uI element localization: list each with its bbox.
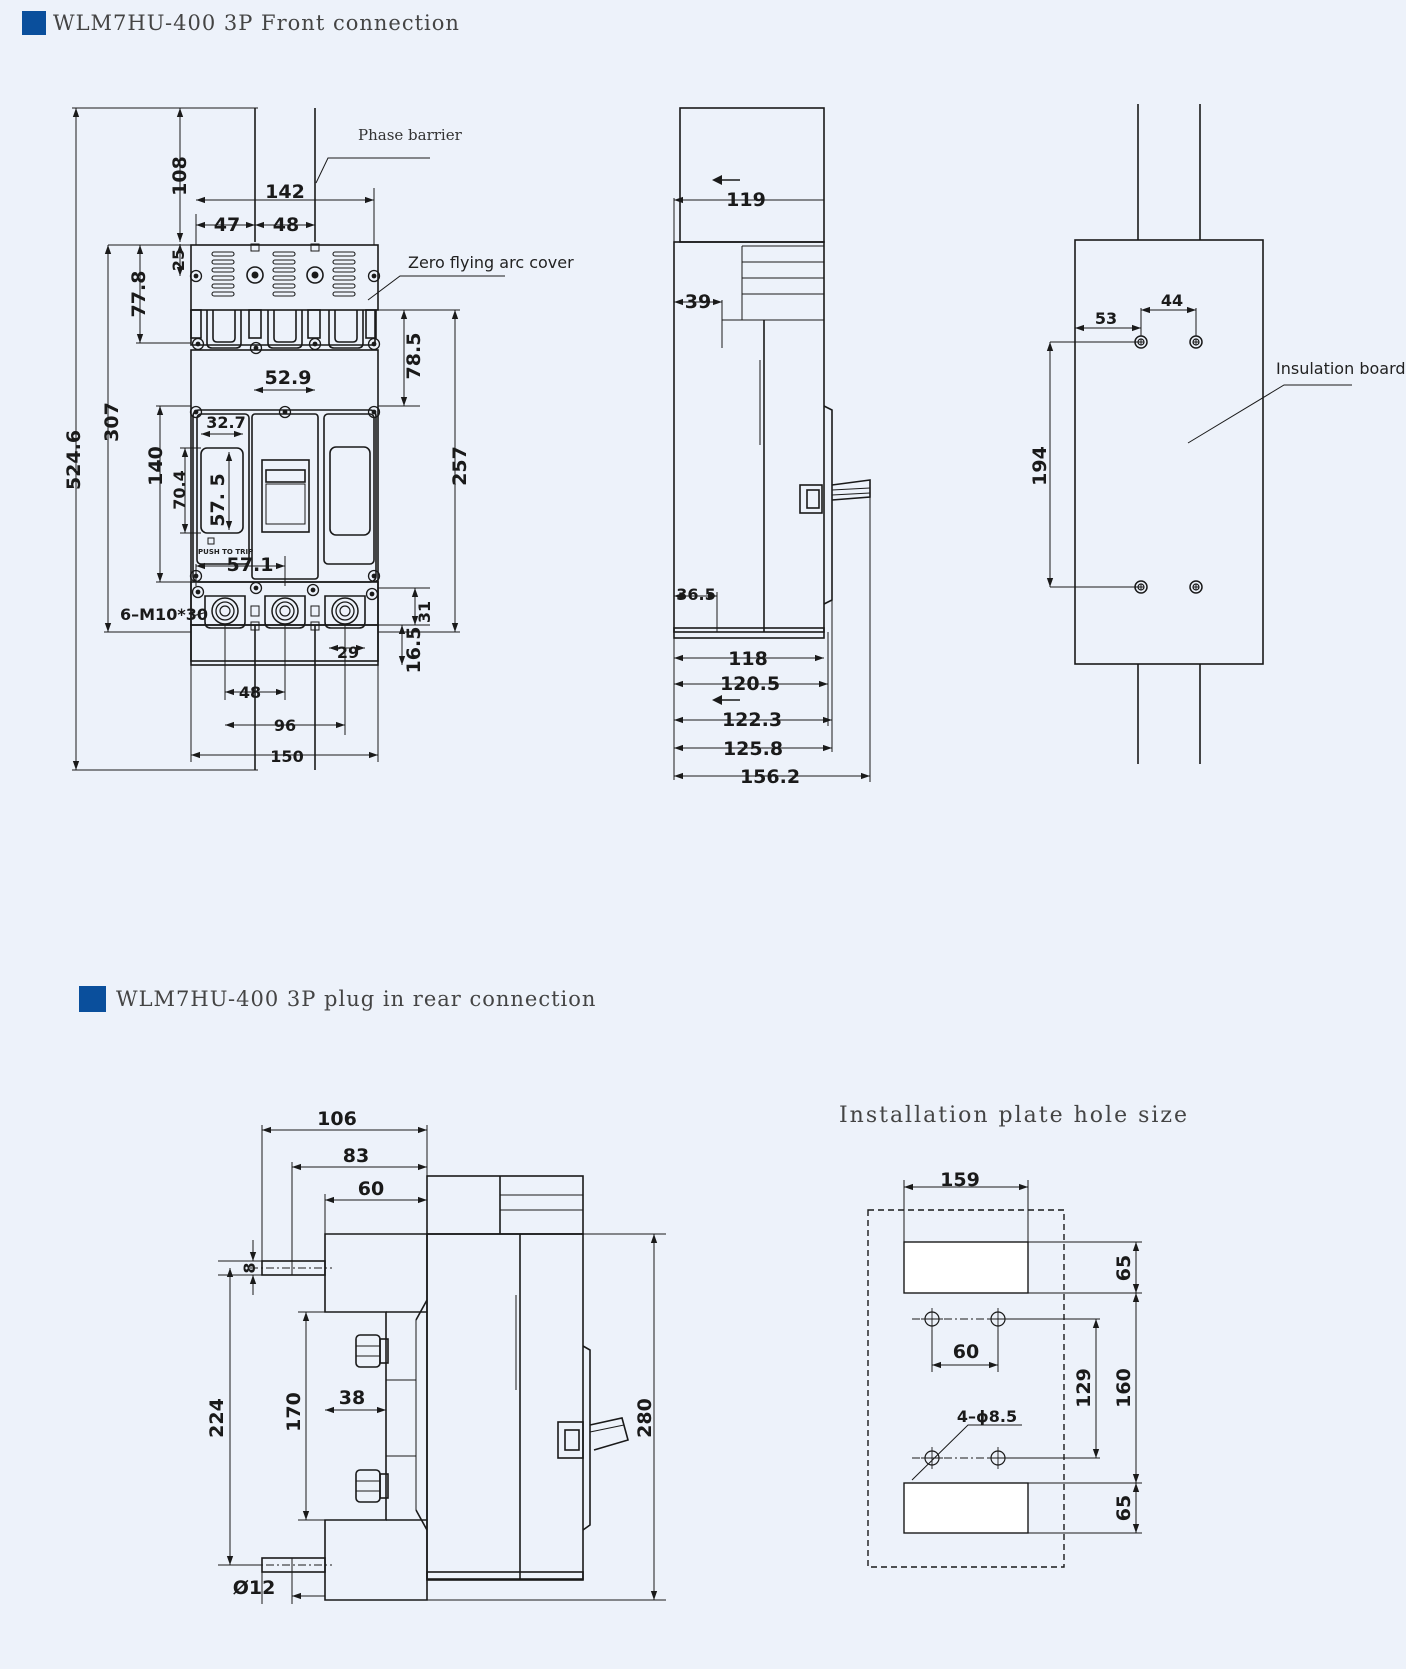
phase-barrier-label: Phase barrier <box>358 126 463 144</box>
dim-57-1: 57.1 <box>227 554 274 576</box>
front-view-notes: Phase barrier Zero flying arc cover 6–M1… <box>120 126 574 624</box>
rear-board-drawing: Insulation board <box>1074 104 1406 764</box>
front-view-drawing: PUSH TO TRIP <box>189 108 505 770</box>
screw-spec-label: 6–M10*30 <box>120 605 208 624</box>
dim-224: 224 <box>206 1398 228 1438</box>
plate-cutout-bottom <box>903 1482 1029 1534</box>
dim-36-5: 36.5 <box>676 585 715 604</box>
mount-hole <box>920 1446 944 1470</box>
dim-122-3: 122.3 <box>722 709 782 731</box>
dim-48-bottom: 48 <box>239 683 261 702</box>
dim-29: 29 <box>337 643 359 662</box>
plug-in-side-dimensions: 106 83 60 8 224 170 38 280 Ø <box>206 1108 666 1604</box>
plate-cutout-top <box>903 1241 1029 1294</box>
insulation-board-label: Insulation board <box>1276 359 1406 378</box>
dim-52-9: 52.9 <box>265 367 312 389</box>
dim-257: 257 <box>449 446 471 486</box>
dim-78-5: 78.5 <box>403 333 425 380</box>
mount-hole <box>986 1307 1010 1331</box>
dim-70-4: 70.4 <box>170 470 189 509</box>
dim-25: 25 <box>169 249 188 271</box>
dim-48-top: 48 <box>273 214 299 236</box>
dim-77-8: 77.8 <box>128 271 150 318</box>
dim-140: 140 <box>145 446 167 486</box>
installation-plate-dimensions: 159 60 4–ϕ8.5 65 160 65 129 <box>903 1169 1142 1534</box>
dim-83: 83 <box>343 1145 369 1167</box>
dim-65-top: 65 <box>1113 1255 1135 1281</box>
dim-307: 307 <box>101 402 123 442</box>
section-marker-front <box>22 11 46 35</box>
arc-cover-label: Zero flying arc cover <box>408 253 574 272</box>
side-view-drawing <box>673 107 871 705</box>
dim-150: 150 <box>270 747 303 766</box>
dim-60-side: 60 <box>358 1178 384 1200</box>
section-heading-front: WLM7HU-400 3P Front connection <box>22 11 460 35</box>
front-view-dimensions: 524.6 108 142 47 48 25 77.8 307 78.5 25 <box>63 107 471 771</box>
mount-hole <box>920 1307 944 1331</box>
dim-47: 47 <box>214 214 240 236</box>
dim-57-5: 57. 5 <box>207 473 229 527</box>
dim-53: 53 <box>1095 309 1117 328</box>
dim-108: 108 <box>169 156 191 196</box>
dim-118: 118 <box>728 648 768 670</box>
dim-39: 39 <box>685 291 711 313</box>
dim-125-8: 125.8 <box>723 738 783 760</box>
dim-44: 44 <box>1161 291 1183 310</box>
dim-119: 119 <box>726 189 766 211</box>
plug-in-side-drawing <box>250 1175 629 1601</box>
dim-31: 31 <box>415 601 434 623</box>
dim-156-2: 156.2 <box>740 766 800 788</box>
dim-160: 160 <box>1113 1368 1135 1408</box>
push-to-trip-label: PUSH TO TRIP <box>198 548 253 556</box>
rear-board-dimensions: 44 53 194 <box>1029 291 1197 588</box>
section-title-rear: WLM7HU-400 3P plug in rear connection <box>116 987 596 1011</box>
dim-280: 280 <box>634 1398 656 1438</box>
dim-524-6: 524.6 <box>63 430 85 490</box>
dim-120-5: 120.5 <box>720 673 780 695</box>
installation-plate-title: Installation plate hole size <box>839 1103 1189 1128</box>
dim-194: 194 <box>1029 446 1051 486</box>
dim-8: 8 <box>240 1262 259 1273</box>
side-view-dimensions: 119 39 36.5 118 120.5 122.3 125.8 156.2 <box>673 189 871 788</box>
mount-hole <box>986 1446 1010 1470</box>
dim-65-bottom: 65 <box>1113 1495 1135 1521</box>
dim-38: 38 <box>339 1387 365 1409</box>
dim-170: 170 <box>283 1392 305 1432</box>
dim-16-5: 16.5 <box>403 627 425 674</box>
dim-32-7: 32.7 <box>206 413 245 432</box>
section-marker-rear <box>79 986 106 1012</box>
dim-60-plate: 60 <box>953 1341 979 1363</box>
hole-spec-label: 4–ϕ8.5 <box>957 1407 1017 1426</box>
dim-106: 106 <box>317 1108 357 1130</box>
installation-plate: Installation plate hole size <box>839 1103 1189 1568</box>
dim-diameter-12: Ø12 <box>233 1577 276 1599</box>
dim-96: 96 <box>274 716 296 735</box>
dim-142: 142 <box>265 181 305 203</box>
plate-outline <box>867 1209 1065 1568</box>
section-heading-rear: WLM7HU-400 3P plug in rear connection <box>79 986 596 1012</box>
section-title-front: WLM7HU-400 3P Front connection <box>53 11 460 35</box>
dim-159: 159 <box>940 1169 980 1191</box>
dim-129: 129 <box>1073 1368 1095 1408</box>
